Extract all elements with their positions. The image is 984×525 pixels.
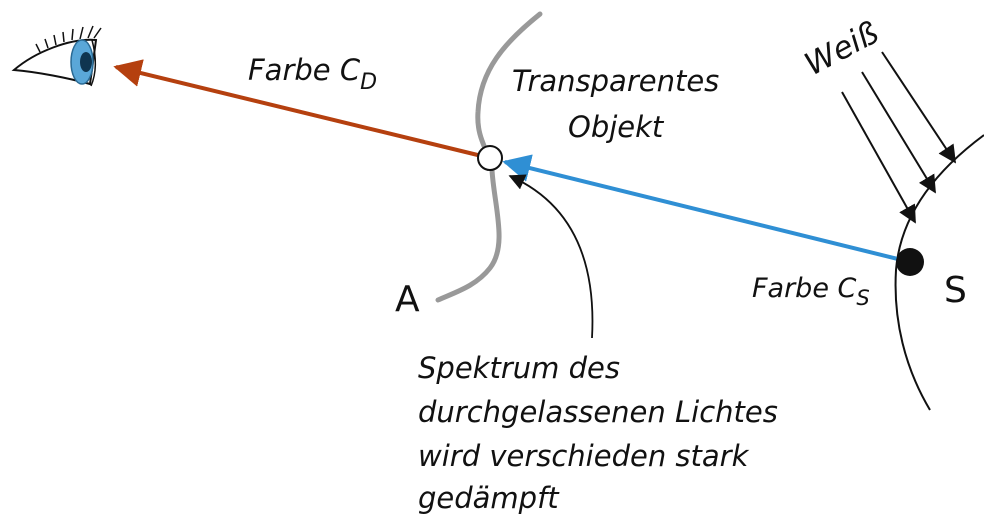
eye-icon bbox=[11, 25, 102, 87]
note-line2: durchgelassenen Lichtes bbox=[418, 395, 778, 429]
note-line1: Spektrum des bbox=[418, 351, 620, 385]
object-point bbox=[477, 145, 503, 171]
point-s-label: S bbox=[944, 270, 967, 311]
note-line3: wird verschieden stark bbox=[418, 439, 750, 473]
point-a-label: A bbox=[395, 279, 420, 320]
ray-source-to-object bbox=[502, 154, 911, 264]
white-light-ray-1 bbox=[841, 91, 916, 224]
ray-object-to-eye bbox=[113, 59, 491, 160]
source-point bbox=[896, 248, 924, 276]
color-s-label: Farbe CS bbox=[752, 273, 870, 310]
object-label-line1: Transparentes bbox=[512, 64, 719, 98]
white-light-ray-2 bbox=[861, 71, 936, 194]
white-light-label: Weiß bbox=[799, 15, 885, 83]
color-d-label: Farbe CD bbox=[248, 53, 377, 95]
annotation-arrow bbox=[508, 174, 594, 339]
note-line4: gedämpft bbox=[418, 481, 560, 515]
object-label-line2: Objekt bbox=[568, 110, 665, 144]
surface-outline bbox=[894, 134, 984, 411]
white-light-ray-3 bbox=[881, 51, 956, 164]
